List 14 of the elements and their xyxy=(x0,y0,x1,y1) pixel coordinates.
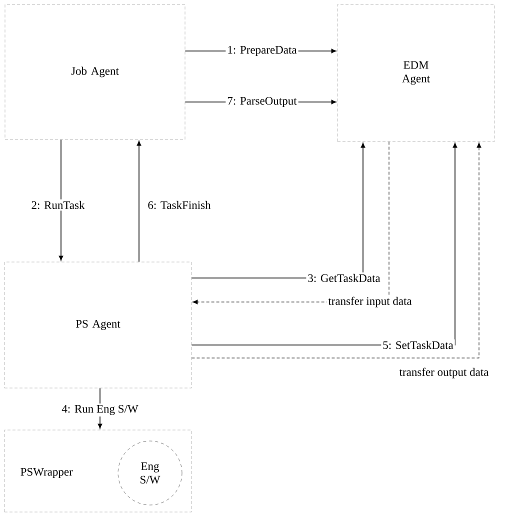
agent-box: Job Agent xyxy=(4,4,186,140)
agent-box: EDM Agent xyxy=(337,4,495,142)
edge-label: 3: GetTaskData xyxy=(306,272,382,284)
arrow xyxy=(58,139,64,261)
arrow xyxy=(136,140,142,262)
edge-label: 4: Run Eng S/W xyxy=(60,403,140,417)
agent-box: PS Agent xyxy=(4,262,192,388)
edge-label: 1: PrepareData xyxy=(226,44,298,58)
edge-label: 6: TaskFinish xyxy=(146,199,212,211)
edge-label: transfer input data xyxy=(326,295,414,309)
edge-label: 5: SetTaskData xyxy=(381,339,455,351)
edge-label: 2: RunTask xyxy=(30,199,86,211)
edge-label: transfer output data xyxy=(398,366,490,380)
edge-label: 7: ParseOutput xyxy=(226,95,298,109)
